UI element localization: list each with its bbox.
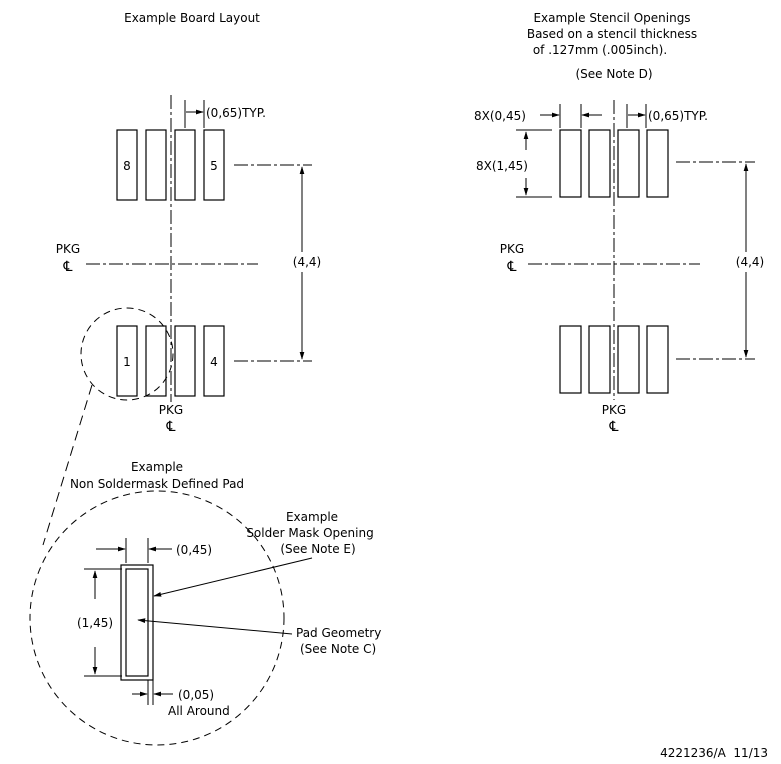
- detail-width-label: (0,45): [176, 543, 212, 557]
- detail-title-line1: Example: [131, 460, 183, 474]
- drawing-id: 4221236/A 11/13: [660, 746, 768, 760]
- stencil-opening-top-3: [617, 129, 640, 198]
- board-pad-5: [203, 129, 225, 201]
- board-pin-4-label: 4: [210, 355, 218, 369]
- detail-large-circle: [29, 490, 285, 746]
- detail-length-label-bg: [72, 613, 118, 631]
- board-pin-8-label: 8: [123, 159, 131, 173]
- stencil-centerline-symbol-v: ℄: [609, 419, 619, 435]
- pad-geometry-note: (See Note C): [300, 642, 376, 656]
- stencil-width-label: 8X(0,45): [474, 109, 526, 123]
- detail-clear-label: (0,05): [178, 688, 214, 702]
- stencil-opening-top-2: [588, 129, 611, 198]
- mask-leader: [153, 557, 313, 597]
- stencil-pkg-vertical-label: PKG: [602, 403, 626, 417]
- stencil-title-line1: Example Stencil Openings: [533, 11, 690, 25]
- board-pad-3: [174, 325, 196, 397]
- board-centerline-symbol-v: ℄: [166, 419, 176, 435]
- stencil-pkg-horizontal-label: PKG: [500, 242, 524, 256]
- board-pad-8: [116, 129, 138, 201]
- board-centerline-symbol-h: ℄: [63, 259, 73, 275]
- stencil-opening-bottom-2: [588, 325, 611, 394]
- board-span-label: (4,4): [293, 255, 321, 269]
- board-pad-6: [174, 129, 196, 201]
- stencil-opening-bottom-1: [559, 325, 582, 394]
- board-pad-4: [203, 325, 225, 397]
- stencil-pitch-label: (0,65)TYP.: [648, 109, 708, 123]
- board-layout-view: Example Board Layout (0,65)TYP. 8 5 1 4 …: [42, 11, 326, 546]
- board-pin-1-label: 1: [123, 355, 131, 369]
- stencil-opening-top-1: [559, 129, 582, 198]
- pad-geometry: [125, 568, 149, 677]
- board-pkg-vertical-label: PKG: [159, 403, 183, 417]
- pad-detail-view: Example Non Soldermask Defined Pad (0,45…: [29, 460, 381, 746]
- detail-length-label: (1,45): [77, 616, 113, 630]
- mask-title-line1: Example: [286, 510, 338, 524]
- board-pad-1: [116, 325, 138, 397]
- board-span-label-bg: [288, 252, 326, 272]
- stencil-title-line3: of .127mm (.005inch).: [533, 43, 667, 57]
- stencil-view: Example Stencil Openings Based on a sten…: [474, 11, 770, 435]
- board-pad-7: [145, 129, 167, 201]
- board-pad-2: [145, 325, 167, 397]
- stencil-opening-bottom-3: [617, 325, 640, 394]
- detail-callout-circle: [80, 307, 174, 401]
- detail-title-line2: Non Soldermask Defined Pad: [70, 477, 244, 491]
- board-pin-5-label: 5: [210, 159, 218, 173]
- mask-note-e: (See Note E): [280, 542, 355, 556]
- board-pkg-horizontal-label: PKG: [56, 242, 80, 256]
- stencil-title-line2: Based on a stencil thickness: [527, 27, 697, 41]
- stencil-centerline-symbol-h: ℄: [507, 259, 517, 275]
- pad-geometry-title: Pad Geometry: [296, 626, 381, 640]
- mask-title-line2: Solder Mask Opening: [246, 526, 373, 540]
- stencil-opening-top-4: [646, 129, 669, 198]
- stencil-length-label: 8X(1,45): [476, 159, 528, 173]
- stencil-opening-bottom-4: [646, 325, 669, 394]
- board-pitch-label: (0,65)TYP.: [206, 106, 266, 120]
- board-layout-title: Example Board Layout: [124, 11, 260, 25]
- stencil-span-label-bg: [730, 252, 770, 272]
- stencil-note-d: (See Note D): [575, 67, 652, 81]
- stencil-span-label: (4,4): [736, 255, 764, 269]
- pad-geometry-leader: [137, 618, 293, 635]
- detail-leader-line: [42, 384, 93, 546]
- detail-clear-note: All Around: [168, 704, 230, 718]
